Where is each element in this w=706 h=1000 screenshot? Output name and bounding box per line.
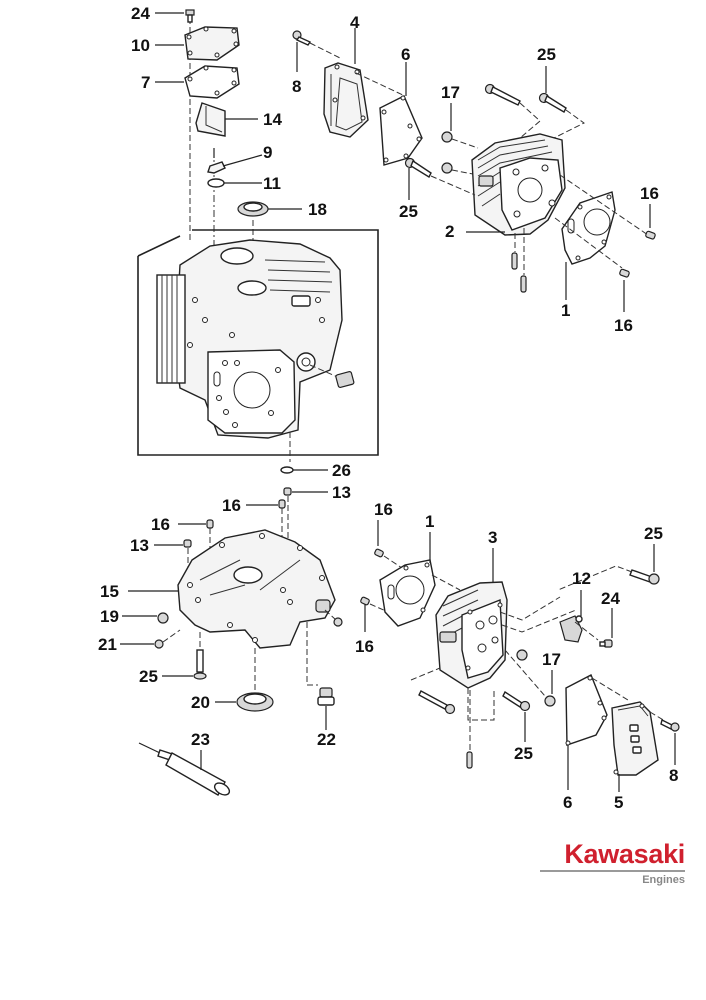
callout-17-top: 17 xyxy=(441,83,460,102)
callout-22: 22 xyxy=(317,730,336,749)
callout-4: 4 xyxy=(350,13,360,32)
part-13-pin-b xyxy=(183,539,192,548)
kawasaki-logo: Kawasaki Engines xyxy=(540,840,685,886)
callout-9: 9 xyxy=(263,143,272,162)
part-24-bolt xyxy=(185,9,195,23)
callout-12: 12 xyxy=(572,569,591,588)
callout-16-bot-a: 16 xyxy=(374,500,393,519)
callout-16-mid-b: 16 xyxy=(151,515,170,534)
part-14-plate xyxy=(195,102,226,137)
callout-14: 14 xyxy=(263,110,282,129)
callout-labels: 24 10 7 14 9 11 18 8 4 6 17 25 25 2 16 1… xyxy=(98,4,678,812)
part-6-gasket-top xyxy=(379,95,423,166)
crankcase-pulley xyxy=(156,274,186,384)
part-10-cover xyxy=(184,26,240,61)
part-19-plug xyxy=(157,612,169,624)
callout-16-bot-b: 16 xyxy=(355,637,374,656)
callout-19: 19 xyxy=(100,607,119,626)
part-11-gasket xyxy=(207,178,225,188)
part-25-bolt-top-left xyxy=(404,157,432,178)
part-8-bolt-bottom xyxy=(660,718,680,732)
brand-divider xyxy=(540,870,685,872)
part-23-sealant-tube xyxy=(138,742,231,796)
callout-13-b: 13 xyxy=(130,536,149,555)
part-16-dowel-top-a xyxy=(645,230,656,240)
part-25-bolt-bottom-mid xyxy=(502,690,531,712)
part-17-nut-bottom-a xyxy=(516,649,528,661)
part-16-dowel-mid-a xyxy=(278,499,286,509)
callout-25-top: 25 xyxy=(537,45,556,64)
part-25-bolt-bottom-left xyxy=(193,649,207,680)
callout-5: 5 xyxy=(614,793,623,812)
callout-25-bottom-mid: 25 xyxy=(514,744,533,763)
part-25-bolt-bottom-left-head xyxy=(418,690,456,715)
part-21-plug xyxy=(154,639,164,649)
part-4-rocker-cover xyxy=(323,62,369,138)
part-25-bolt-bottom-right xyxy=(629,569,660,585)
callout-8-top: 8 xyxy=(292,77,301,96)
crankcase-assembly xyxy=(137,229,379,474)
part-24-screw-bottom xyxy=(599,639,613,648)
top-cylinder-group xyxy=(292,28,656,312)
callout-1-bottom: 1 xyxy=(425,512,434,531)
part-12-bracket xyxy=(559,615,583,643)
part-16-dowel-bot-b xyxy=(360,596,370,606)
part-1-head-gasket-bottom xyxy=(379,559,436,627)
callout-16-top-a: 16 xyxy=(640,184,659,203)
callout-10: 10 xyxy=(131,36,150,55)
part-25-bolts-top xyxy=(484,83,567,113)
part-6-gasket-bottom xyxy=(565,674,608,746)
part-22-drain-plug xyxy=(317,687,335,706)
callout-24-top: 24 xyxy=(131,4,150,23)
part-20-oil-seal xyxy=(236,692,274,712)
part-16-dowel-mid-b xyxy=(206,519,214,529)
top-cover-stack xyxy=(155,9,302,250)
part-18-oil-seal xyxy=(237,201,269,217)
callout-20: 20 xyxy=(191,693,210,712)
bottom-cylinder-group xyxy=(360,520,680,792)
callout-6-top: 6 xyxy=(401,45,410,64)
callout-2: 2 xyxy=(445,222,454,241)
dowel-pin-b xyxy=(520,275,527,293)
dowel-pin-bottom xyxy=(466,751,473,769)
callout-16-top-b: 16 xyxy=(614,316,633,335)
brand-name: Kawasaki xyxy=(564,839,685,869)
part-26-washer xyxy=(280,466,294,474)
callout-25-bottom-left: 25 xyxy=(139,667,158,686)
dowel-pin-a xyxy=(511,252,518,270)
callout-25-bottom-right: 25 xyxy=(644,524,663,543)
callout-3: 3 xyxy=(488,528,497,547)
part-1-head-gasket-top xyxy=(561,191,616,265)
part-7-gasket xyxy=(184,65,240,99)
callout-7: 7 xyxy=(141,73,150,92)
crankcase-plug xyxy=(335,371,355,389)
callout-17-bottom: 17 xyxy=(542,650,561,669)
crankcase-cover-group xyxy=(120,487,343,796)
part-5-rocker-cover xyxy=(611,701,659,776)
callout-11: 11 xyxy=(263,174,281,193)
part-2-cylinder-head xyxy=(471,133,566,236)
part-16-dowel-top-b xyxy=(619,268,630,278)
part-16-dowel-bot-a xyxy=(374,548,384,558)
brand-subtitle: Engines xyxy=(642,874,685,886)
part-3-cylinder-head xyxy=(435,581,508,689)
callout-23: 23 xyxy=(191,730,210,749)
part-8-bolt-top xyxy=(292,30,312,46)
part-13-pin-a xyxy=(283,487,292,496)
callout-26: 26 xyxy=(332,461,351,480)
callout-6-bottom: 6 xyxy=(563,793,572,812)
part-17-nut-bottom-b xyxy=(544,695,556,707)
callout-8-bottom: 8 xyxy=(669,766,678,785)
callout-1-top: 1 xyxy=(561,301,570,320)
callout-16-mid-a: 16 xyxy=(222,496,241,515)
part-17-nut-top xyxy=(441,131,453,174)
part-9-reed xyxy=(207,161,226,174)
callout-18: 18 xyxy=(308,200,327,219)
callout-24-bottom: 24 xyxy=(601,589,620,608)
callout-25-top-left: 25 xyxy=(399,202,418,221)
callout-15: 15 xyxy=(100,582,119,601)
callout-21: 21 xyxy=(98,635,117,654)
callout-13-a: 13 xyxy=(332,483,351,502)
